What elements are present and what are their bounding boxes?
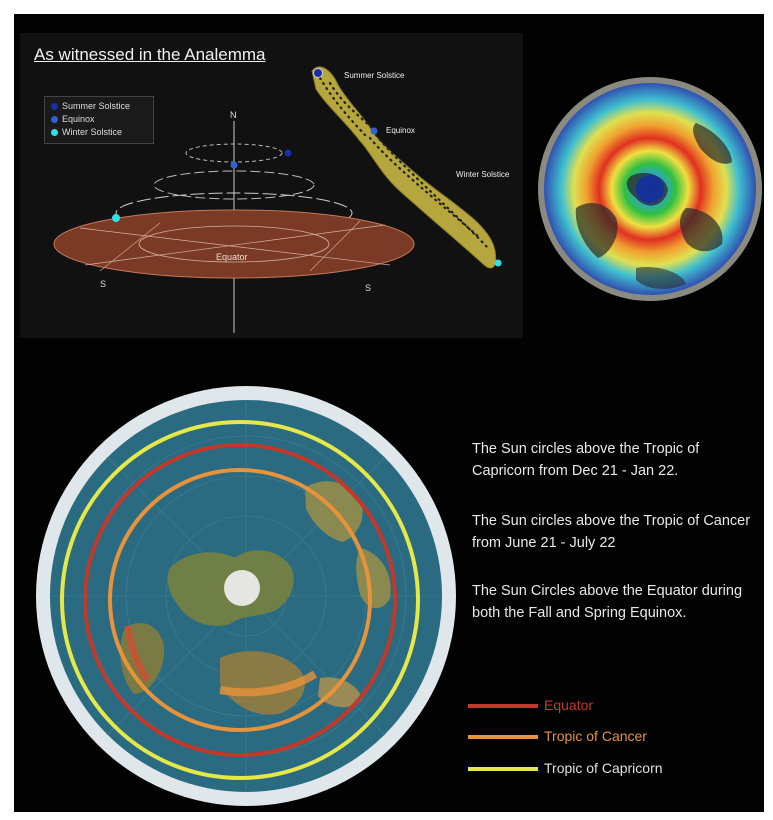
winter-sun-dot <box>112 214 120 222</box>
equinox-dot-icon <box>51 116 58 124</box>
analemma-equinox-dot <box>370 127 378 135</box>
analemma-figure: N Equator S S Summer Solstice Equinox Wi… <box>53 66 510 333</box>
south-label-left: S <box>100 279 106 289</box>
key-equator: Equator <box>468 697 593 713</box>
equator-swatch-icon <box>468 704 538 709</box>
equator-ring <box>138 225 330 263</box>
north-label: N <box>230 110 237 120</box>
key-label: Tropic of Cancer <box>544 728 647 744</box>
heatmap-globe <box>538 77 762 301</box>
earth-disc <box>53 209 415 279</box>
key-tropic-of-cancer: Tropic of Cancer <box>468 728 647 744</box>
equinox-label: Equinox <box>386 126 415 135</box>
key-tropic-of-capricorn: Tropic of Capricorn <box>468 760 663 776</box>
summer-sun-dot <box>284 149 292 157</box>
winter-solstice-label: Winter Solstice <box>456 170 510 179</box>
capricorn-swatch-icon <box>468 767 538 772</box>
sun-path-winter <box>115 192 353 234</box>
legend-label: Winter Solstice <box>62 127 123 137</box>
legend: Summer Solstice Equinox Winter Solstice <box>44 96 154 144</box>
analemma-panel: As witnessed in the Analemma Summer Sols… <box>20 33 523 338</box>
sun-path-middle <box>153 170 315 200</box>
analemma-summer-dot <box>313 68 323 78</box>
arctic-ice <box>224 570 260 606</box>
legend-label: Summer Solstice <box>62 101 131 111</box>
equator-label: Equator <box>216 252 248 262</box>
cancer-swatch-icon <box>468 735 538 740</box>
analemma-title: As witnessed in the Analemma <box>34 45 266 64</box>
note-equator: The Sun Circles above the Equator during… <box>472 583 743 621</box>
tropic-of-capricorn-ring <box>60 420 420 780</box>
flat-earth-map <box>36 386 456 806</box>
note-capricorn: The Sun circles above the Tropic of Capr… <box>472 441 700 479</box>
analemma-winter-dot <box>494 259 502 267</box>
landmass-south <box>220 651 305 715</box>
legend-item-winter-solstice: Winter Solstice <box>51 127 122 137</box>
note-cancer: The Sun circles above the Tropic of Canc… <box>472 513 751 551</box>
winter-solstice-dot-icon <box>51 129 58 137</box>
equinox-sun-dot <box>230 161 238 169</box>
equator-ring <box>83 443 397 757</box>
key-label: Tropic of Capricorn <box>544 760 663 776</box>
legend-label: Equinox <box>62 114 95 124</box>
summer-solstice-label: Summer Solstice <box>344 71 405 80</box>
legend-item-summer-solstice: Summer Solstice <box>51 101 130 111</box>
analemma-shape <box>311 66 497 269</box>
key-label: Equator <box>544 697 594 713</box>
south-label-right: S <box>365 283 371 293</box>
legend-item-equinox: Equinox <box>51 114 95 124</box>
summer-solstice-dot-icon <box>51 103 58 111</box>
tropic-of-cancer-ring <box>108 468 372 732</box>
